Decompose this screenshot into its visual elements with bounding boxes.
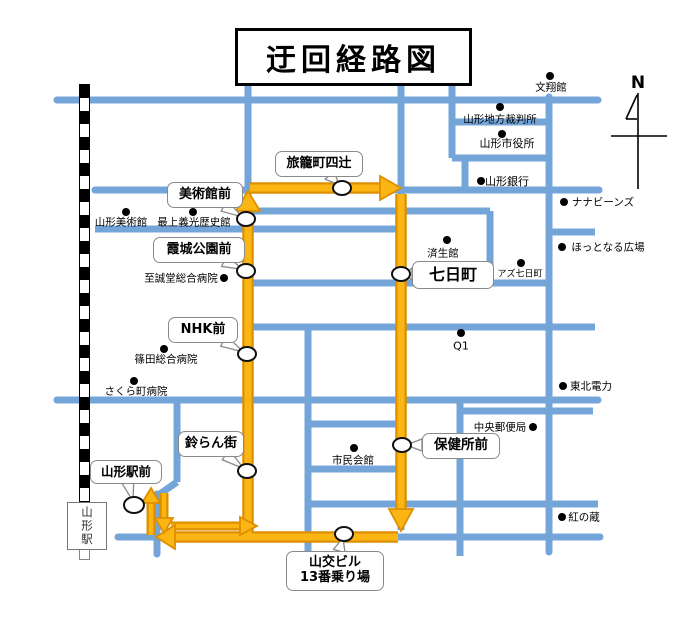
poi-label: さくら町病院	[104, 385, 168, 398]
route-arrowhead-icon	[387, 508, 415, 533]
bus-stop-callout-label: 山交ビル	[308, 555, 361, 571]
poi-label: 山形地方裁判所	[463, 113, 537, 126]
poi-label: 最上義光歴史館	[157, 216, 231, 229]
poi-label: 東北電力	[570, 380, 612, 393]
bus-stop-callout-label: 七日町	[428, 264, 477, 284]
poi-dot-icon	[546, 72, 554, 80]
bus-stop-marker	[392, 437, 412, 453]
poi-label: 至誠堂総合病院	[144, 272, 218, 285]
bus-stop-callout: 山形駅前	[90, 460, 162, 484]
poi-dot-icon	[558, 243, 566, 251]
poi-label: 市民会館	[332, 454, 374, 467]
bus-stop-marker	[237, 463, 257, 479]
bus-stop-marker	[237, 346, 257, 362]
route-arrowhead-icon	[379, 174, 403, 202]
bus-stop-callout-label: NHK前	[180, 321, 226, 337]
route-arrowhead-icon	[153, 517, 175, 535]
poi-dot-icon	[498, 130, 506, 138]
poi-label: 山形美術館	[94, 216, 148, 229]
poi-label: 文翔館	[535, 81, 567, 94]
bus-stop-marker	[391, 266, 411, 282]
bus-stop-callout: 保健所前	[422, 433, 500, 459]
poi-label: 中央郵便局	[473, 421, 527, 434]
bus-stop-callout: 旅籠町四辻	[275, 151, 363, 177]
poi-label: Q1	[453, 339, 469, 353]
poi-dot-icon	[559, 382, 567, 390]
poi-dot-icon	[517, 259, 525, 267]
bus-stop-callout: 鈴らん街	[178, 431, 244, 457]
bus-stop-marker	[123, 496, 145, 514]
poi-dot-icon	[558, 513, 566, 521]
poi-dot-icon	[529, 423, 537, 431]
railway-line	[79, 84, 90, 559]
bus-stop-marker	[236, 211, 256, 227]
route-arrowhead-icon	[239, 515, 259, 537]
bus-stop-callout-label: 美術館前	[178, 186, 231, 202]
poi-label: ほっとなる広場	[571, 241, 645, 254]
bus-stop-callout-label: 霞城公園前	[166, 241, 232, 257]
poi-dot-icon	[189, 208, 197, 216]
poi-dot-icon	[122, 208, 130, 216]
bus-stop-callout-label: 保健所前	[434, 437, 488, 454]
poi-label: 紅の蔵	[568, 511, 600, 524]
station-box-yamagata: 山形駅	[67, 502, 107, 550]
poi-dot-icon	[350, 444, 358, 452]
page-title: 迂回経路図	[235, 28, 472, 86]
poi-label: 済生館	[427, 247, 459, 260]
bus-stop-callout-label: 山形駅前	[100, 463, 151, 479]
poi-label: 山形銀行	[485, 175, 529, 188]
bus-stop-marker	[334, 526, 354, 542]
poi-dot-icon	[220, 274, 228, 282]
bus-stop-marker	[332, 180, 352, 196]
bus-stop-callout: 七日町	[412, 261, 494, 289]
bus-stop-callout: NHK前	[168, 317, 238, 343]
poi-dot-icon	[477, 177, 485, 185]
bus-stop-callout: 霞城公園前	[153, 237, 245, 263]
poi-label: 山形市役所	[479, 137, 535, 150]
poi-dot-icon	[160, 345, 168, 353]
poi-label: アズ七日町	[497, 269, 543, 280]
compass-arrow-icon	[625, 94, 638, 120]
poi-dot-icon	[496, 103, 504, 111]
route-arrowhead-icon	[140, 486, 162, 504]
poi-label: 篠田総合病院	[134, 353, 198, 366]
poi-dot-icon	[130, 377, 138, 385]
bus-stop-marker	[236, 263, 256, 279]
bus-stop-callout-label: 旅籠町四辻	[286, 155, 352, 171]
bus-stop-callout-label: 鈴らん街	[184, 435, 237, 451]
bus-stop-callout-label: 13番乗り場	[299, 570, 371, 585]
poi-dot-icon	[443, 236, 451, 244]
poi-dot-icon	[457, 329, 465, 337]
poi-label: ナナビーンズ	[571, 196, 635, 209]
poi-dot-icon	[560, 198, 568, 206]
bus-stop-callout: 美術館前	[167, 182, 243, 208]
compass-north-label: N	[630, 73, 646, 93]
